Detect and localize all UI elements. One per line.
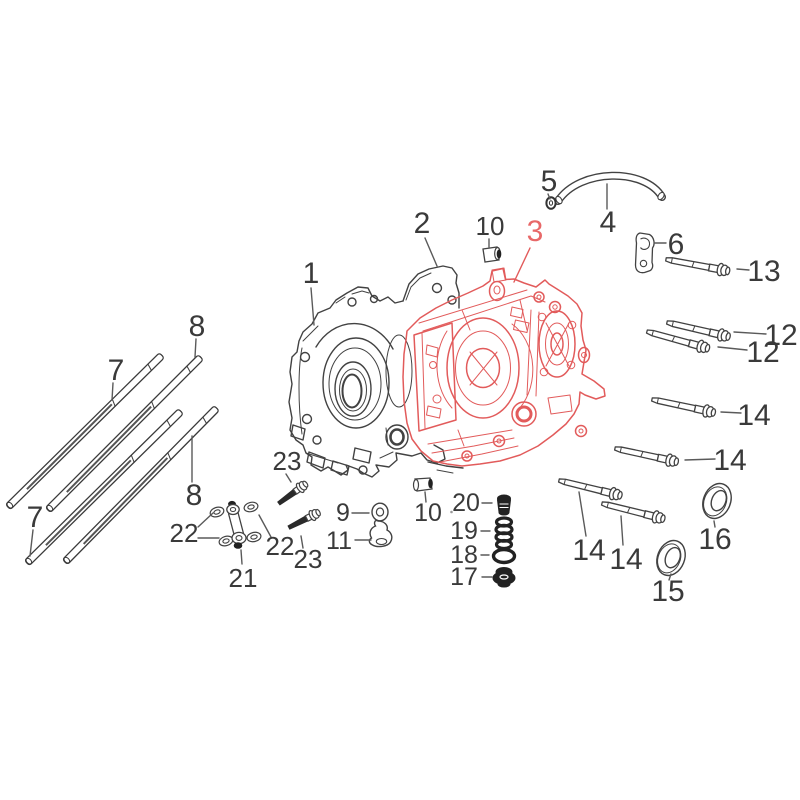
part-23-bolt-upper [275, 478, 311, 509]
svg-text:14: 14 [609, 543, 642, 576]
part-2-gasket [402, 265, 464, 474]
callout-part-3-highlighted: 3 [513, 215, 544, 283]
svg-text:11: 11 [326, 527, 352, 555]
svg-text:15: 15 [651, 575, 684, 608]
svg-text:13: 13 [747, 255, 780, 288]
part-19-spring [494, 516, 514, 551]
svg-text:12: 12 [764, 319, 797, 352]
print-speck [450, 510, 453, 514]
svg-text:2: 2 [414, 207, 431, 240]
svg-text:8: 8 [186, 479, 203, 512]
callout-part-10-lower: 10 [414, 491, 442, 527]
part-10-dowel-upper [482, 246, 502, 263]
part-11-fitting [368, 519, 393, 548]
callout-part-14-b: 14 [684, 444, 747, 477]
callout-part-21: 21 [229, 549, 258, 593]
svg-text:3: 3 [527, 215, 544, 248]
part-14-bolt-b [612, 441, 681, 469]
svg-text:9: 9 [336, 499, 350, 527]
callout-part-14-d: 14 [609, 515, 643, 576]
part-16-seal [697, 478, 737, 524]
svg-text:16: 16 [698, 523, 731, 556]
part-6-bracket [634, 232, 655, 274]
callout-part-10-upper: 10 [476, 211, 505, 248]
svg-text:12: 12 [746, 336, 779, 369]
svg-text:14: 14 [737, 399, 770, 432]
callout-part-8-lower: 8 [186, 435, 203, 512]
callout-part-15: 15 [651, 573, 685, 608]
part-4-vent-tube [554, 171, 666, 205]
callout-part-14-a: 14 [720, 399, 771, 432]
part-3-crankcase-right-highlighted [402, 267, 606, 467]
part-1-crankcase-left [288, 286, 446, 478]
part-7-stud-lower [23, 407, 185, 567]
part-21-link [226, 500, 247, 549]
callout-part-17: 17 [450, 563, 493, 591]
svg-text:22: 22 [266, 531, 295, 561]
callout-part-12-upper: 12 [733, 319, 798, 352]
callout-part-2: 2 [414, 207, 438, 267]
callout-part-19: 19 [450, 517, 491, 545]
svg-text:6: 6 [668, 228, 685, 261]
part-14-bolt-d [599, 496, 667, 526]
svg-text:7: 7 [27, 501, 44, 534]
callout-part-8-upper: 8 [189, 310, 206, 358]
part-8-stud-upper [44, 353, 205, 514]
callout-part-22-right: 22 [258, 514, 295, 561]
svg-text:10: 10 [414, 499, 442, 527]
part-5-clip-ring [545, 196, 557, 210]
svg-text:8: 8 [189, 310, 206, 343]
part-18-oring [491, 547, 517, 565]
svg-text:14: 14 [713, 444, 746, 477]
svg-text:10: 10 [476, 211, 505, 241]
part-14-bolt-c [556, 473, 625, 503]
callout-part-20: 20 [452, 489, 493, 517]
callout-part-16: 16 [698, 520, 732, 556]
callout-part-5: 5 [541, 165, 558, 200]
callout-part-7-lower: 7 [27, 501, 44, 557]
part-23-bolt-lower [285, 506, 323, 533]
svg-text:23: 23 [294, 544, 323, 574]
callout-part-4: 4 [600, 183, 617, 239]
svg-text:7: 7 [108, 354, 125, 387]
callout-part-1: 1 [303, 257, 320, 326]
part-15-seal [651, 535, 691, 581]
callout-part-13: 13 [736, 255, 781, 288]
part-20-plunger [496, 494, 512, 516]
svg-text:21: 21 [229, 563, 258, 593]
callout-part-18: 18 [450, 541, 490, 569]
callout-part-23-lower: 23 [294, 535, 323, 574]
svg-text:19: 19 [450, 517, 478, 545]
callout-part-6: 6 [653, 228, 685, 261]
svg-text:17: 17 [450, 563, 478, 591]
part-9-washer [371, 502, 389, 522]
callout-part-14-c: 14 [572, 491, 606, 567]
callouts: 1 2 3 4 5 6 7 7 [27, 165, 798, 608]
svg-text:20: 20 [452, 489, 480, 517]
svg-text:1: 1 [303, 257, 320, 290]
callout-part-11: 11 [326, 527, 372, 555]
svg-text:22: 22 [170, 518, 199, 548]
svg-text:23: 23 [273, 446, 302, 476]
svg-text:18: 18 [450, 541, 478, 569]
part-10-dowel-lower [412, 477, 433, 492]
callout-part-22-left: 22 [170, 512, 220, 548]
svg-text:5: 5 [541, 165, 558, 198]
callout-part-9: 9 [336, 499, 370, 527]
callout-part-23-upper: 23 [273, 446, 302, 483]
svg-text:4: 4 [600, 206, 617, 239]
part-14-bolt-a [650, 392, 718, 420]
callout-part-7-upper: 7 [108, 354, 125, 401]
part-17-drain-bolt [492, 567, 516, 588]
callout-part-12-lower: 12 [717, 336, 780, 369]
svg-text:14: 14 [572, 534, 605, 567]
